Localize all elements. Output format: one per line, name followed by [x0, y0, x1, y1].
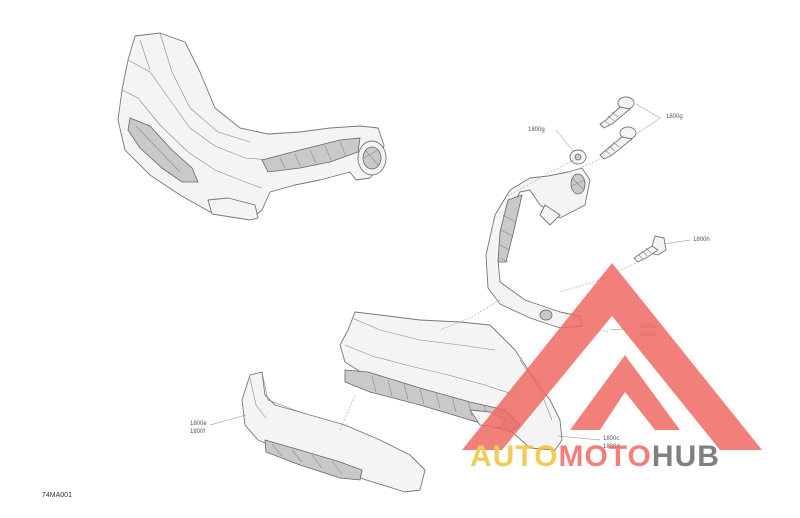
callout-1800e: 1800e: [190, 421, 207, 427]
svg-text:AUTOMOTOHUB: AUTOMOTOHUB: [470, 440, 720, 473]
callout-1800f: 1800f: [190, 429, 205, 435]
handguard-bracket: [485, 167, 591, 329]
handguard-deflector: [241, 371, 426, 493]
watermark-brand-moto: MOTO: [558, 440, 651, 473]
figure-code: 74MA001: [42, 492, 72, 499]
watermark-triangle-outer: [462, 263, 762, 450]
bolt-1800g-upper: [599, 96, 635, 129]
washer-1800g: [569, 149, 587, 165]
handguard-assembled: [117, 32, 387, 221]
callout-1800g-left: 1800g: [528, 127, 545, 133]
callout-1800g-top: 1800g: [666, 114, 683, 120]
callout-1800h: 1800h: [693, 237, 710, 243]
bolt-1800h: [633, 235, 667, 263]
watermark-brand-hub: HUB: [652, 440, 720, 473]
watermark-triangle-inner: [570, 355, 680, 430]
watermark-logo: AUTOMOTOHUB: [462, 263, 762, 473]
callout-1800c: 1800c: [603, 436, 619, 442]
watermark-brand-auto: AUTO: [470, 440, 558, 473]
callout-1800d: 1800d: [603, 444, 620, 450]
bolt-1800g-lower: [599, 126, 637, 160]
